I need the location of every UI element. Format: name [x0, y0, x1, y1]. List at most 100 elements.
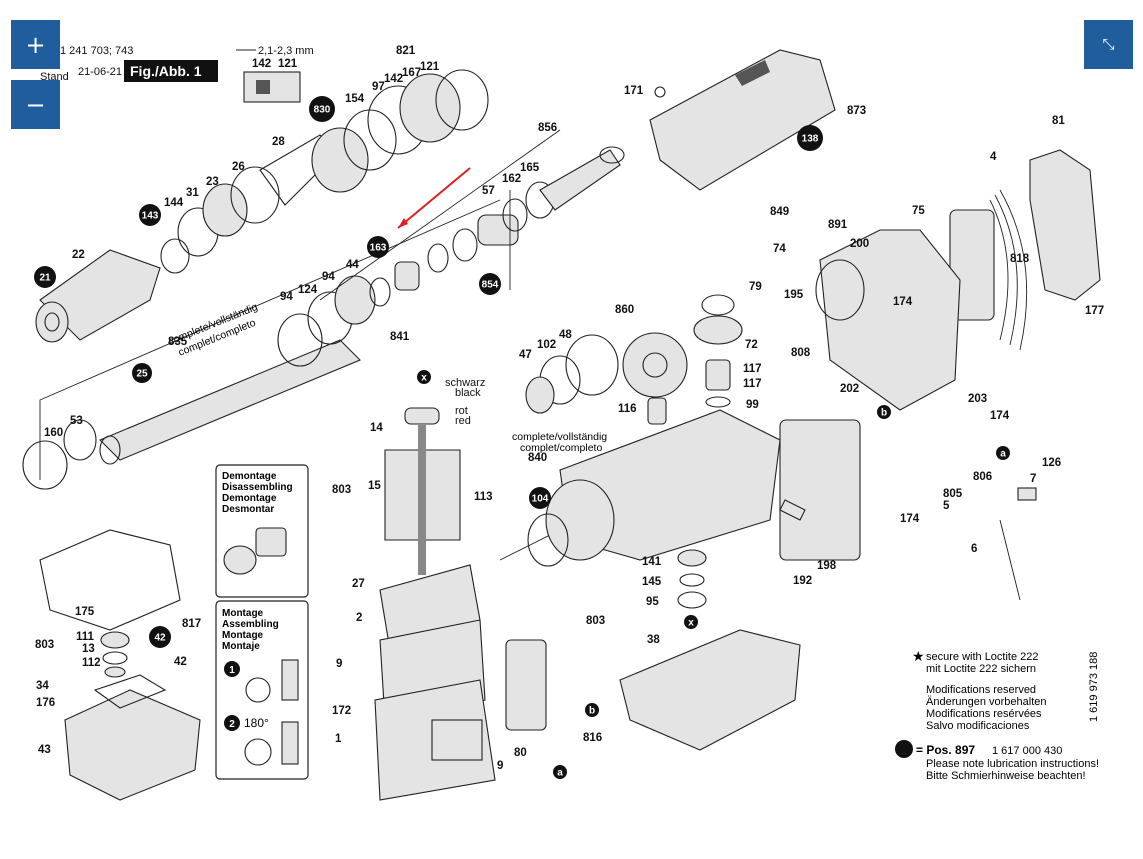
part-label-160: 160 — [44, 427, 63, 439]
part-label-9: 9 — [497, 760, 503, 772]
wire-label-schwarz: schwarz — [445, 377, 485, 389]
part-label-818: 818 — [1010, 253, 1030, 265]
brush-plate — [39, 529, 181, 631]
nut-112 — [104, 666, 126, 678]
badge-circle — [479, 273, 501, 295]
washer-99 — [705, 396, 731, 408]
fullscreen-button[interactable]: ⤡ — [1084, 20, 1133, 69]
spring-part-2 — [281, 721, 299, 765]
part-label-15: 15 — [368, 480, 381, 492]
badge-circle — [877, 405, 891, 419]
badge-x: x — [417, 370, 431, 384]
wire-label-red: red — [455, 415, 471, 427]
badge-25: 25 — [132, 363, 152, 383]
label-plate — [431, 719, 483, 761]
part-label-102: 102 — [537, 339, 556, 351]
fig-label: Fig./Abb. 1 — [130, 63, 202, 79]
part-label-4: 4 — [990, 151, 997, 163]
frame-line-upper — [319, 129, 561, 301]
lubrication-dot-icon — [895, 740, 913, 758]
part-label-803: 803 — [332, 484, 351, 496]
lubrication-note-de: Bitte Schmierhinweise beachten! — [926, 770, 1086, 782]
svg-text:1: 1 — [229, 665, 235, 676]
badge-text: 163 — [370, 243, 387, 254]
part-label-121: 121 — [420, 61, 440, 73]
part-label-803: 803 — [586, 615, 605, 627]
fig-label-box — [124, 60, 218, 82]
part-label-99: 99 — [746, 399, 759, 411]
zoom-out-button[interactable]: − — [11, 80, 60, 129]
badge-138: 138 — [797, 125, 823, 151]
part-label-23: 23 — [206, 176, 219, 188]
badge-b: b — [585, 703, 599, 717]
disassembly-fan — [223, 545, 257, 575]
badge-circle — [797, 125, 823, 151]
part-label-176: 176 — [36, 697, 55, 709]
badge-circle — [553, 765, 567, 779]
gear-72 — [693, 315, 743, 345]
badge-x: x — [684, 615, 698, 629]
badge-143: 143 — [139, 204, 161, 226]
part-label-48: 48 — [559, 329, 572, 341]
part-label-202: 202 — [840, 383, 859, 395]
rotation-angle: 180° — [244, 716, 269, 730]
pin-116 — [647, 397, 667, 425]
step-1-badge: 1 — [224, 661, 240, 677]
part-label-9: 9 — [336, 658, 342, 670]
part-label-192: 192 — [793, 575, 812, 587]
part-label-5: 5 — [943, 500, 950, 512]
part-label-806: 806 — [973, 471, 992, 483]
assembly-line-4: Montaje — [222, 641, 260, 652]
badge-854: 854 — [479, 273, 501, 295]
part-label-38: 38 — [647, 634, 660, 646]
pos-number: 1 617 000 430 — [992, 745, 1062, 757]
header-stand-date: 21-06-21 — [78, 66, 122, 78]
disassembly-line-3: Demontage — [222, 493, 277, 504]
inset-part-142: 142 — [252, 58, 271, 70]
fullscreen-icon: ⤡ — [1102, 35, 1115, 53]
spring-part-1 — [281, 659, 299, 701]
part-labels: 8219714216712115428262331144221249444948… — [0, 0, 1104, 772]
red-pointer-arrowhead — [398, 218, 408, 228]
doc-id: 1 619 973 188 — [1088, 652, 1100, 722]
complete-note-2a: complete/vollständig — [512, 431, 607, 443]
part-label-200: 200 — [850, 238, 869, 250]
badge-text: a — [557, 768, 563, 779]
part-label-856: 856 — [538, 122, 557, 134]
disassembly-line-4: Desmontar — [222, 504, 274, 515]
badge-text: 104 — [532, 494, 549, 505]
seal-inset-ring — [256, 80, 270, 94]
badge-circle — [367, 236, 389, 258]
bearing-flange — [815, 259, 865, 321]
spring-coil-2 — [244, 738, 272, 766]
frame-line-left — [39, 199, 501, 480]
part-label-817: 817 — [182, 618, 201, 630]
badge-text: x — [421, 373, 427, 384]
star-icon: ★ — [912, 648, 925, 664]
badge-text: 21 — [39, 273, 51, 284]
part-label-803: 803 — [35, 639, 54, 651]
part-label-94: 94 — [280, 291, 293, 303]
mods-note-1: Modifications reserved — [926, 684, 1036, 696]
bush-111 — [100, 631, 130, 649]
part-label-79: 79 — [749, 281, 762, 293]
badge-text: x — [688, 618, 694, 629]
side-handle — [1029, 149, 1101, 301]
part-label-811: 811 — [0, 0, 19, 3]
badge-104: 104 — [529, 487, 551, 509]
part-label-203: 203 — [968, 393, 987, 405]
zoom-in-button[interactable]: + — [11, 20, 60, 69]
minus-icon: − — [25, 90, 46, 119]
assembly-line-3: Montage — [222, 630, 264, 641]
cover-37 — [779, 419, 861, 561]
seal-inset-detail — [243, 71, 301, 103]
part-label-1: 1 — [335, 733, 342, 745]
part-label-6: 6 — [971, 543, 977, 555]
motor-housing-1 — [374, 679, 496, 801]
badge-text: 143 — [142, 211, 159, 222]
cylinder-840 — [545, 479, 615, 561]
badge-42: 42 — [149, 626, 171, 648]
handle-housing — [819, 229, 961, 411]
badge-circle — [309, 96, 335, 122]
